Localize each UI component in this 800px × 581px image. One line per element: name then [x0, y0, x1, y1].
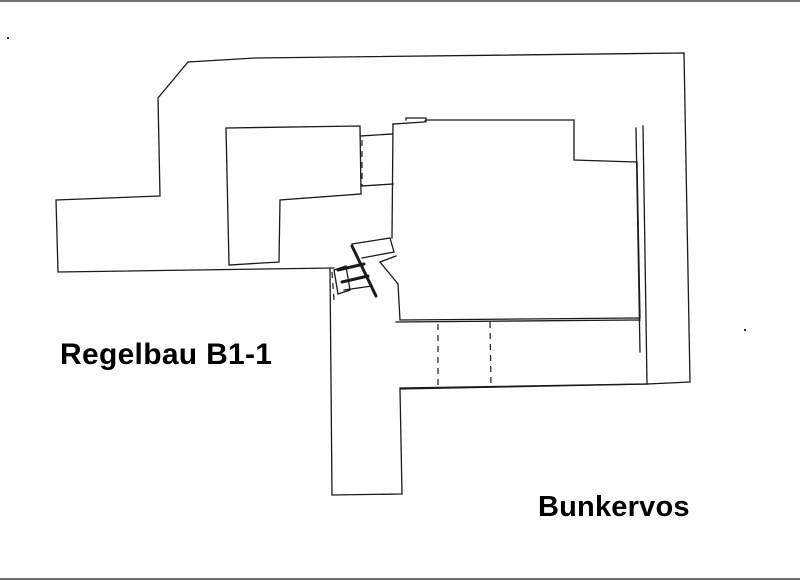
- corridor-connector-lower: [360, 183, 394, 187]
- outer-wall: [55, 52, 691, 385]
- east-outer-wall: [642, 125, 648, 385]
- entrance-steps: [351, 237, 395, 259]
- main-room: [378, 119, 641, 321]
- entrance-threshold: [343, 285, 373, 291]
- main-room-notch: [405, 117, 427, 123]
- dashed-partition-east: [489, 321, 492, 387]
- corridor-connector: [359, 133, 393, 137]
- plan-title-label: Regelbau B1-1: [60, 338, 273, 371]
- speck-mark: [743, 328, 747, 332]
- credit-label: Bunkervos: [538, 491, 690, 523]
- outer-wall-lower-arm: [329, 267, 649, 496]
- door-bar-upper: [336, 262, 366, 272]
- entrance-door-frame: [333, 265, 351, 295]
- door-leaf: [350, 244, 378, 298]
- lower-room-top: [395, 319, 641, 323]
- inner-room-left: [225, 125, 362, 266]
- east-inner-wall: [635, 127, 641, 353]
- door-bar-lower: [340, 274, 370, 284]
- dashed-entrance-line: [331, 271, 335, 301]
- main-room-west-wall: [391, 123, 394, 239]
- speck-mark: [6, 36, 10, 40]
- lower-room-bottom: [399, 383, 649, 389]
